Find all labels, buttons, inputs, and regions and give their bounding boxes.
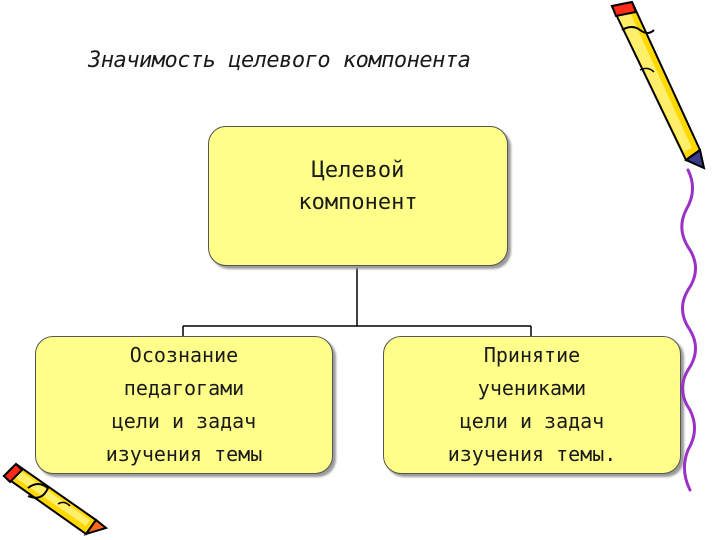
- child-node-teachers-label: Осознание педагогами цели и задач изучен…: [105, 343, 263, 466]
- child-node-students: Принятие учениками цели и задач изучения…: [383, 336, 681, 474]
- slide-title: Значимость целевого компонента: [88, 48, 471, 73]
- child-node-students-label: Принятие учениками цели и задач изучения…: [447, 343, 617, 466]
- root-node: Целевой компонент: [208, 126, 508, 266]
- pencil-bottom-left: [2, 462, 109, 536]
- root-node-label: Целевой компонент: [298, 158, 418, 215]
- child-node-teachers: Осознание педагогами цели и задач изучен…: [35, 336, 333, 474]
- pencil-top-right: [610, 0, 706, 170]
